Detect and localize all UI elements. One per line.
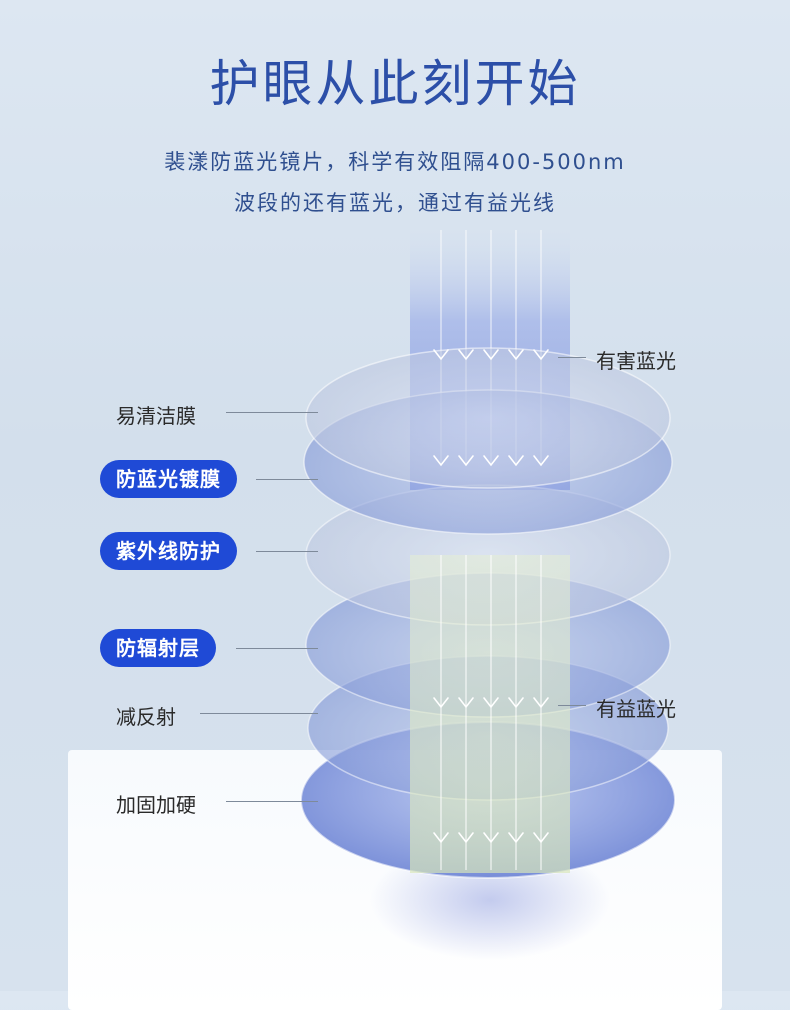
beneficial-blue-light-label: 有益蓝光 bbox=[596, 697, 676, 721]
leader-line-layer-6 bbox=[226, 801, 318, 802]
leader-line-layer-4 bbox=[236, 648, 318, 649]
harmful-blue-light-label: 有害蓝光 bbox=[596, 349, 676, 373]
leader-line-layer-1 bbox=[226, 412, 318, 413]
layer-badge-anti-blue-coating: 防蓝光镀膜 bbox=[100, 460, 237, 498]
description-line-1: 裴漾防蓝光镜片，科学有效阻隔400-500nm bbox=[164, 150, 626, 174]
leader-line-layer-5 bbox=[200, 713, 318, 714]
layer-badge-anti-radiation: 防辐射层 bbox=[100, 629, 216, 667]
description-line-2: 波段的还有蓝光，通过有益光线 bbox=[234, 191, 556, 215]
leader-line-harmful bbox=[558, 357, 586, 358]
beneficial-light-beam bbox=[410, 555, 570, 873]
beam-guides-bottom bbox=[440, 555, 542, 870]
layer-label-hardening: 加固加硬 bbox=[116, 793, 196, 817]
lens-layer-1 bbox=[305, 347, 671, 489]
page-title: 护眼从此刻开始 bbox=[209, 55, 581, 113]
layer-badge-uv-protection: 紫外线防护 bbox=[100, 532, 237, 570]
leader-line-layer-2 bbox=[256, 479, 318, 480]
arrow-chevrons bbox=[433, 349, 549, 844]
layer-label-easy-clean: 易清洁膜 bbox=[116, 404, 196, 428]
leader-line-beneficial bbox=[558, 705, 586, 706]
leader-line-layer-3 bbox=[256, 551, 318, 552]
layer-label-anti-reflection: 减反射 bbox=[116, 705, 176, 729]
